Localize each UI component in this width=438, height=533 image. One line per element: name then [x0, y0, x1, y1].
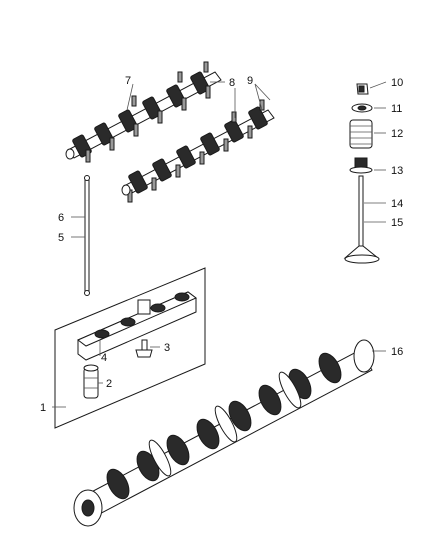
callout-9: 9: [247, 75, 253, 87]
lifter-kit-outline: [54, 267, 206, 429]
callout-3: 3: [164, 342, 170, 354]
callout-10: 10: [391, 77, 403, 89]
callout-13: 13: [391, 165, 403, 177]
bolt: [135, 339, 153, 358]
valve-stem-seal: [349, 157, 373, 174]
callout-5: 5: [58, 232, 64, 244]
callout-8: 8: [229, 77, 235, 89]
callout-2: 2: [106, 378, 112, 390]
valve-spring: [349, 119, 373, 149]
hydraulic-lifter: [83, 364, 99, 399]
callout-6: 6: [58, 212, 64, 224]
callout-15: 15: [391, 217, 403, 229]
leader-lines: [52, 81, 387, 408]
valve-spring-retainer: [351, 103, 373, 113]
engine-valve: [343, 175, 380, 264]
valve-keepers: [356, 83, 369, 95]
rocker-arm-assembly-upper: [65, 61, 222, 163]
callout-16: 16: [391, 346, 403, 358]
lifter-guide: [77, 291, 197, 361]
callout-7: 7: [125, 75, 131, 87]
callout-4: 4: [101, 352, 107, 364]
callout-14: 14: [391, 198, 403, 210]
callout-11: 11: [391, 103, 402, 115]
push-rod: [84, 175, 90, 296]
callout-1: 1: [40, 402, 46, 414]
callout-12: 12: [391, 128, 403, 140]
camshaft: [73, 339, 375, 527]
rocker-arm-assembly-lower: [121, 99, 275, 203]
